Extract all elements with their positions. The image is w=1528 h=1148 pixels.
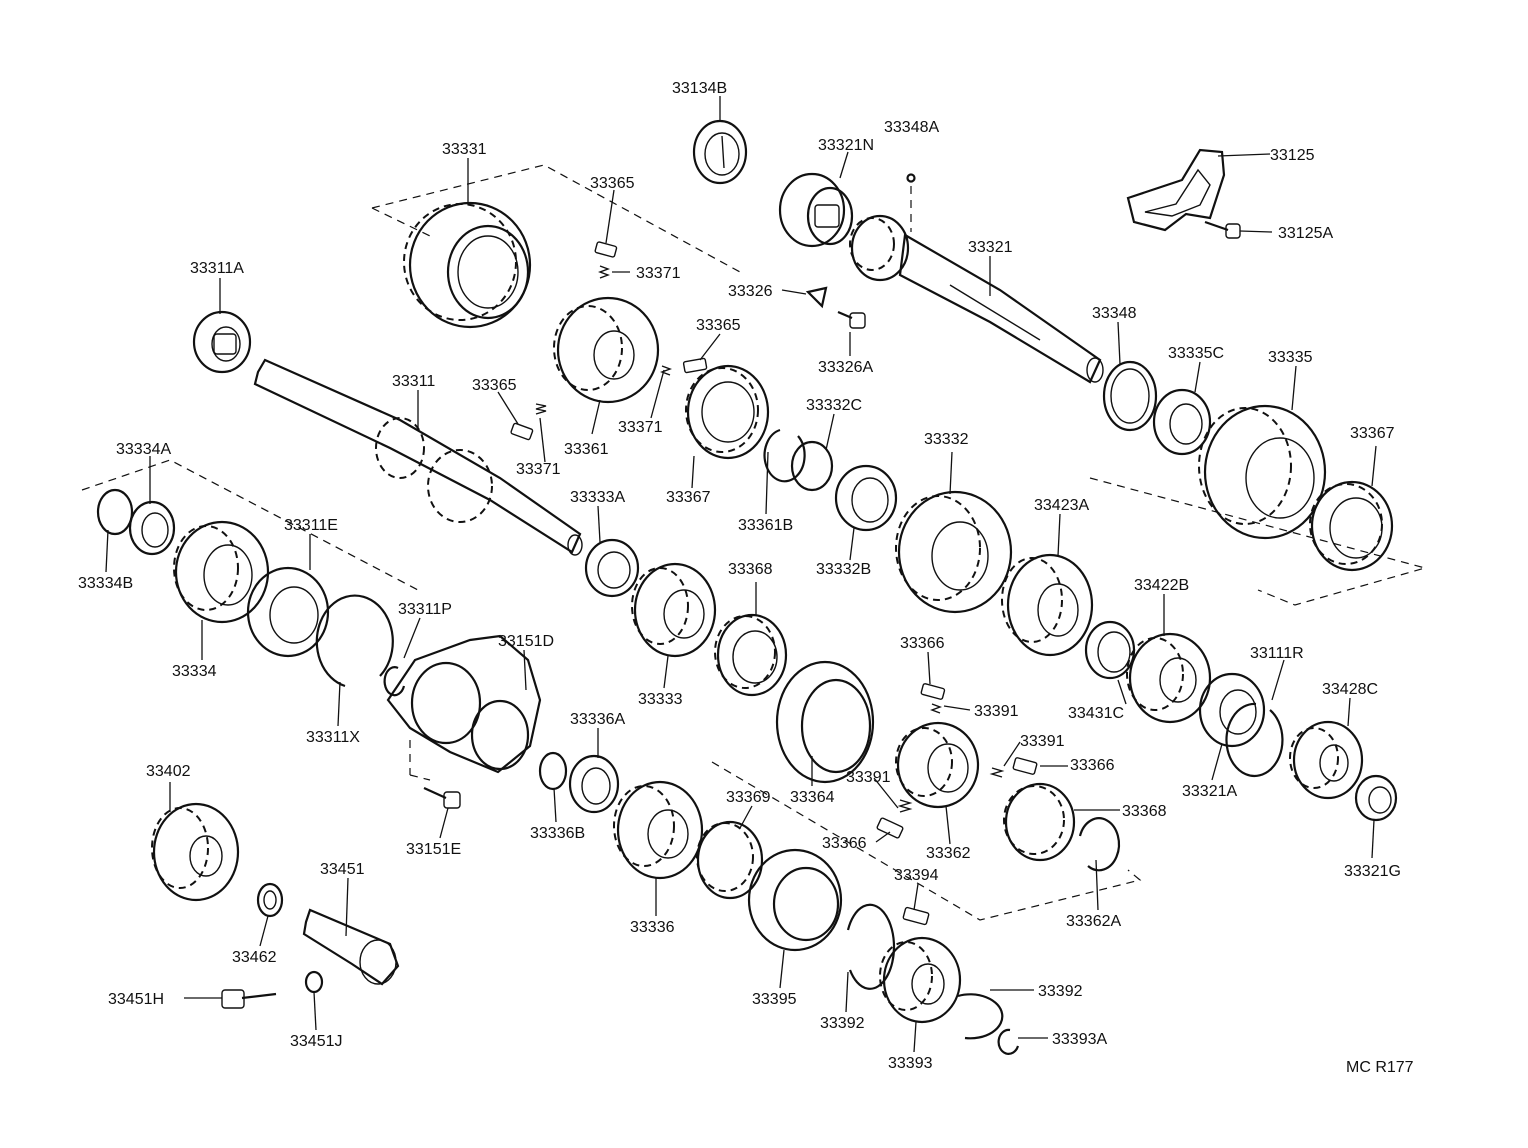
part-label: 33368 [1122, 803, 1167, 820]
part-drawings [96, 119, 1398, 1055]
part-label: 33348 [1092, 305, 1137, 322]
part-label: 33365 [696, 317, 741, 334]
part-label: 33125A [1278, 225, 1333, 242]
part-label: 33311 [392, 373, 435, 390]
part-label: 33364 [790, 789, 835, 806]
retainer-33151D [386, 634, 542, 774]
part-label: 33333 [638, 691, 683, 708]
part-label: 33391 [846, 769, 891, 786]
bearing-33321N [778, 172, 854, 248]
part-label: 33321A [1182, 783, 1237, 800]
part-label: 33336 [630, 919, 675, 936]
part-label: 33395 [752, 991, 797, 1008]
part-label: 33393A [1052, 1031, 1107, 1048]
part-label: 33392 [1038, 983, 1083, 1000]
part-label: 33111R [1250, 645, 1304, 662]
part-label: 33367 [1350, 425, 1395, 442]
part-label: 33321N [818, 137, 874, 154]
part-label: 33391 [1020, 733, 1065, 750]
part-label: 33393 [888, 1055, 933, 1072]
part-label: 33311X [306, 729, 360, 746]
gear-33334 [173, 520, 270, 624]
part-label: 33151D [498, 633, 554, 650]
part-label: 33332 [924, 431, 969, 448]
gear-33335 [1198, 404, 1327, 540]
part-label: 33321G [1344, 863, 1401, 880]
part-label: 33333A [570, 489, 625, 506]
part-label: 33336B [530, 825, 585, 842]
part-label: 33368 [728, 561, 773, 578]
part-label: 33336A [570, 711, 625, 728]
part-label: 33367 [666, 489, 711, 506]
bearing-33311A [192, 310, 252, 374]
part-label: 33311E [284, 517, 338, 534]
part-label: 33332C [806, 397, 862, 414]
part-label: 33334A [116, 441, 171, 458]
part-label: 33335 [1268, 349, 1313, 366]
part-label: 33361B [738, 517, 793, 534]
part-label: 33332B [816, 561, 871, 578]
part-label: 33391 [974, 703, 1019, 720]
part-label: 33311P [398, 601, 452, 618]
part-label: 33321 [968, 239, 1013, 256]
input-shaft-33311 [253, 358, 583, 556]
part-label: 33451 [320, 861, 365, 878]
figure-code: MC R177 [1346, 1059, 1414, 1076]
part-label: 33451H [108, 991, 164, 1008]
leader-lines [105, 96, 1377, 1053]
synchro-ring-33367-upper [685, 364, 770, 460]
part-label: 33348A [884, 119, 939, 136]
gear-33332 [895, 490, 1013, 614]
part-label: 33151E [406, 841, 461, 858]
part-label: 33365 [472, 377, 517, 394]
part-label: 33451J [290, 1033, 343, 1050]
gear-33331 [403, 201, 532, 329]
part-label: 33402 [146, 763, 191, 780]
part-label: 33392 [820, 1015, 865, 1032]
bearing-race-33134B [692, 119, 748, 185]
part-label: 33366 [900, 635, 945, 652]
part-label: 33361 [564, 441, 609, 458]
part-label: 33423A [1034, 497, 1089, 514]
part-label: 33326 [728, 283, 773, 300]
part-label: 33366 [1070, 757, 1115, 774]
part-label: 33331 [442, 141, 487, 158]
part-label: 33134B [672, 80, 727, 97]
group-frames [81, 164, 1428, 921]
gear-33361 [553, 296, 660, 404]
part-label: 33334B [78, 575, 133, 592]
part-label: 33334 [172, 663, 217, 680]
part-label: 33422B [1134, 577, 1189, 594]
part-label: 33394 [894, 867, 939, 884]
part-label: 33125 [1270, 147, 1315, 164]
part-label: 33326A [818, 359, 873, 376]
part-label: 33335C [1168, 345, 1224, 362]
part-label: 33369 [726, 789, 771, 806]
part-label: 33366 [822, 835, 867, 852]
output-shaft-33321 [849, 214, 1104, 384]
part-label: 33311A [190, 260, 244, 277]
part-label: 33371 [636, 265, 681, 282]
part-label: 33362 [926, 845, 971, 862]
part-label: 33371 [618, 419, 663, 436]
part-label: 33428C [1322, 681, 1378, 698]
part-labels: 33134B 33348A 33321N 33125 33125A 33331 … [78, 80, 1401, 1072]
part-label: 33365 [590, 175, 635, 192]
part-label: 33431C [1068, 705, 1124, 722]
part-label: 33462 [232, 949, 277, 966]
part-label: 33371 [516, 461, 561, 478]
part-label: 33362A [1066, 913, 1121, 930]
